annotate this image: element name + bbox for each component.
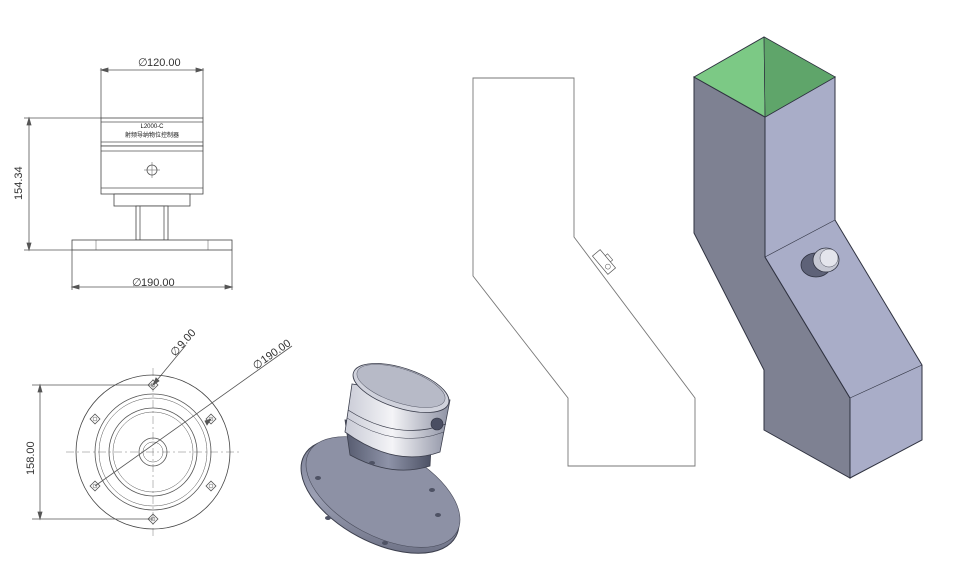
base-flange	[71, 239, 233, 251]
model-label: L2000-C	[140, 124, 164, 130]
cable-port-icon	[430, 417, 444, 431]
top-cap	[100, 117, 204, 147]
dim-plan-height-value: 158.00	[25, 441, 37, 475]
front-view: ∅ 120.00 154.34 L2000-C 射频导纳物位控制器	[13, 57, 234, 290]
hopper-sensor	[800, 247, 840, 278]
dim-hole-diameter-value: 9.00	[175, 327, 198, 351]
dim-base-diameter-value: 190.00	[141, 277, 175, 289]
hopper-isometric	[692, 36, 923, 479]
dim-bolt-circle-value: 190.00	[259, 337, 293, 366]
product-name-label: 射频导纳物位控制器	[125, 131, 179, 139]
dimension-hole-diameter: ∅ 9.00	[152, 327, 199, 387]
dim-top-diameter-value: 120.00	[147, 57, 181, 69]
hopper-side-face	[764, 76, 923, 479]
outline-sensor-icon	[591, 249, 617, 275]
dim-height-value: 154.34	[13, 166, 25, 200]
diameter-symbol: ∅	[132, 277, 142, 289]
stem	[135, 205, 169, 241]
plan-view: ∅ 9.00 ∅ 190.00 158.00	[25, 327, 293, 536]
device-isometric	[300, 363, 461, 554]
collar	[113, 193, 191, 207]
dimension-plan-height: 158.00	[25, 383, 153, 521]
hopper-side-outline	[472, 77, 696, 467]
dimension-height: 154.34	[13, 116, 101, 252]
diameter-symbol: ∅	[138, 57, 148, 69]
plate-holes	[315, 461, 441, 545]
dimension-top-diameter: ∅ 120.00	[99, 57, 205, 118]
dimension-base-diameter: ∅ 190.00	[70, 250, 234, 290]
